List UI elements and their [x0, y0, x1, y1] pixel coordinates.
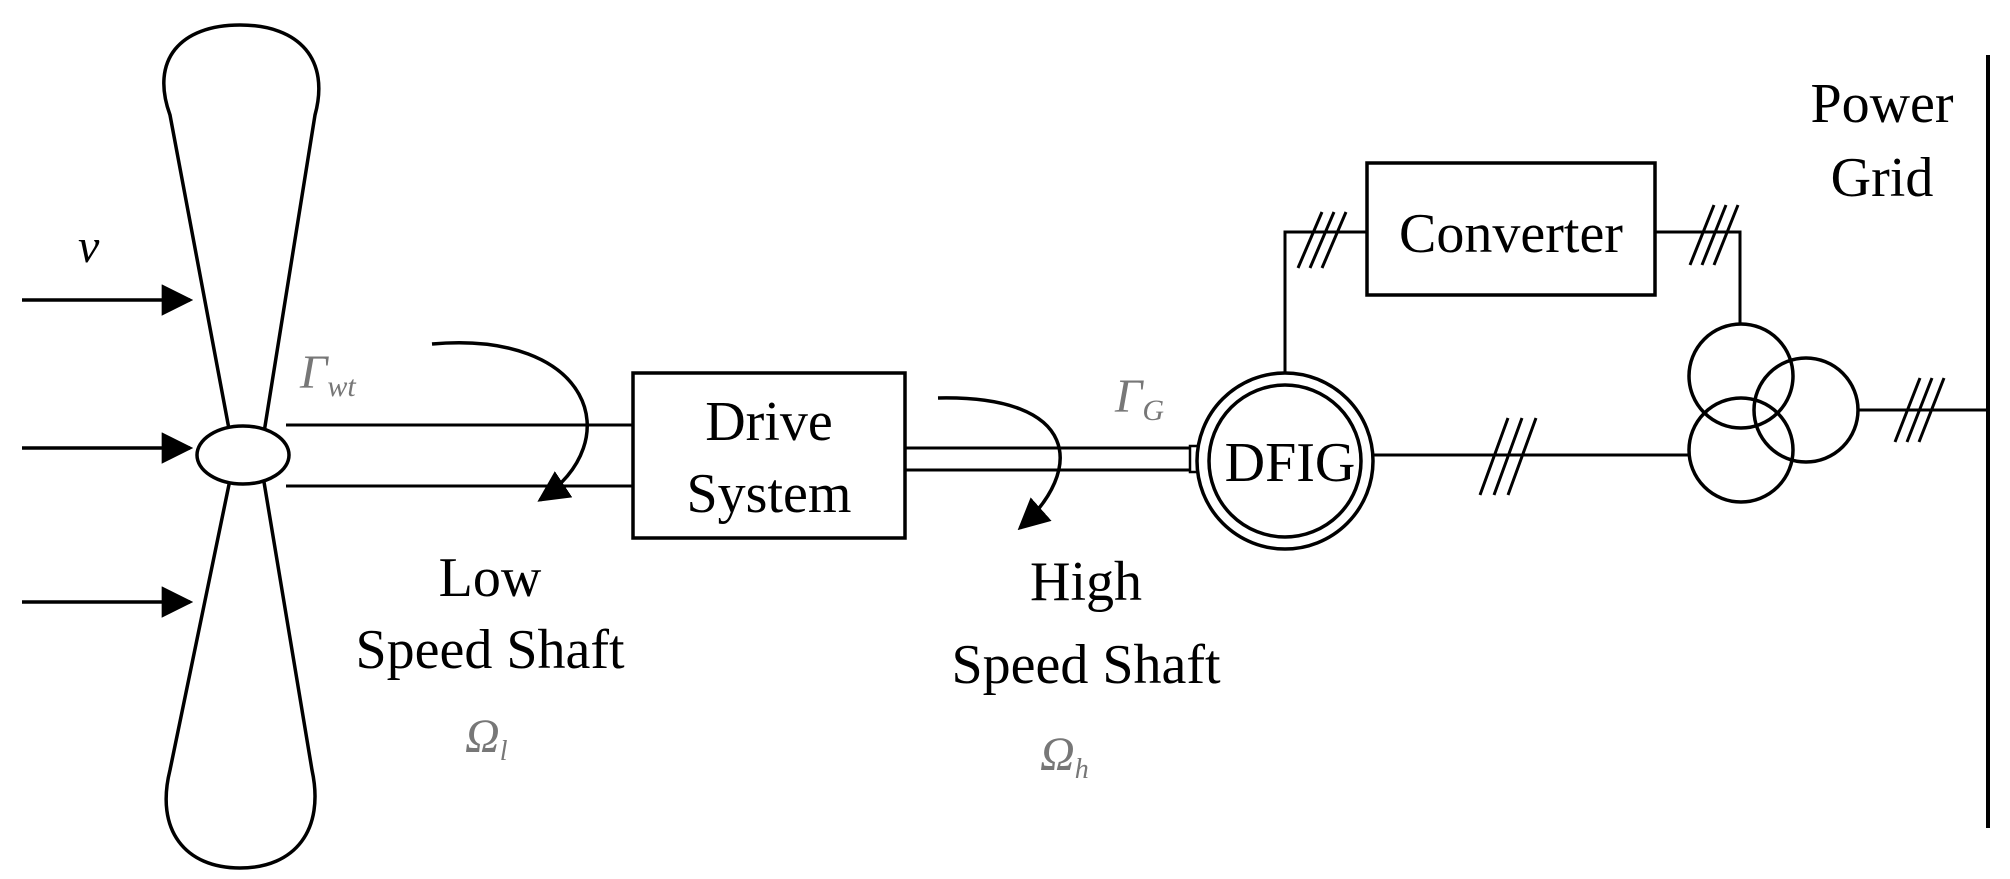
- three-winding-transformer: [1687, 322, 1860, 504]
- high-speed-label-line1: High: [1030, 551, 1142, 613]
- low-speed-label-line1: Low: [439, 547, 542, 609]
- high-speed-rotation-arrow: [937, 396, 1062, 531]
- three-phase-mark-converter: [1688, 204, 1740, 266]
- turbine-torque-label: Γwt: [299, 346, 356, 403]
- low-speed-label-line2: Speed Shaft: [355, 619, 625, 681]
- drive-system-box: Drive System: [631, 371, 907, 540]
- stator-line: [1373, 417, 1690, 496]
- high-speed-omega-symbol: Ωh: [1040, 728, 1089, 785]
- power-grid-label-line2: Grid: [1831, 147, 1934, 209]
- dfig-label: DFIG: [1225, 432, 1356, 494]
- rotor-side-line: [1283, 211, 1367, 373]
- drive-system-label-line2: System: [687, 463, 852, 525]
- drive-system-label-line1: Drive: [705, 391, 833, 453]
- converter-label: Converter: [1399, 203, 1623, 265]
- wind-arrows: [22, 284, 194, 618]
- three-phase-mark-grid: [1893, 377, 1946, 443]
- turbine-rotor: [162, 23, 321, 870]
- dfig-generator: DFIG: [1195, 371, 1375, 551]
- low-speed-rotation-arrow: [431, 341, 589, 502]
- three-phase-mark-stator: [1478, 417, 1538, 496]
- low-speed-shaft: [286, 423, 633, 488]
- grid-connection-line: [1858, 377, 1988, 443]
- wind-speed-symbol: v: [78, 220, 100, 273]
- high-speed-shaft: [905, 444, 1206, 474]
- upper-blade: [162, 23, 321, 447]
- low-speed-omega-symbol: Ωl: [465, 710, 508, 767]
- three-phase-mark-rotor: [1296, 211, 1348, 269]
- rotor-hub: [195, 424, 291, 486]
- converter-box: Converter: [1365, 161, 1657, 297]
- power-grid-label-line1: Power: [1810, 73, 1953, 135]
- high-speed-label-line2: Speed Shaft: [951, 634, 1221, 696]
- generator-torque-label: ΓG: [1114, 370, 1164, 427]
- lower-blade: [164, 468, 317, 870]
- grid-side-converter-line: [1655, 204, 1742, 325]
